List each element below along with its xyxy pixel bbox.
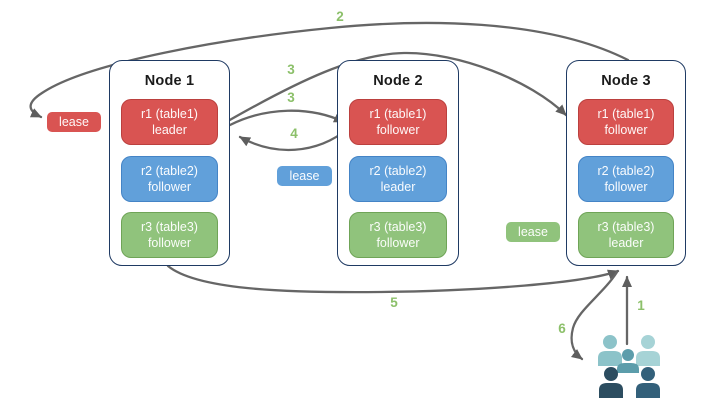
replica-label: r3 (table3) [597, 220, 655, 234]
node-2-box: Node 2 r1 (table1) follower r2 (table2) … [337, 60, 459, 266]
replica-role: follower [376, 123, 420, 137]
step-label-3b: 3 [287, 90, 295, 105]
person-top-right-icon [636, 335, 660, 366]
replica-label: r3 (table3) [141, 220, 198, 234]
replica-role: follower [604, 180, 648, 194]
node-3-box: Node 3 r1 (table1) follower r2 (table2) … [566, 60, 686, 266]
replica-role: leader [608, 236, 644, 250]
lease-chip-blue: lease [277, 166, 332, 186]
person-top-left-icon [598, 335, 622, 366]
step-label-6: 6 [558, 321, 566, 336]
person-bottom-right-icon [636, 367, 660, 398]
node1-replica-r1: r1 (table1) leader [121, 99, 218, 145]
replica-label: r2 (table2) [369, 164, 427, 178]
replica-role: leader [380, 180, 416, 194]
step-label-5: 5 [390, 295, 398, 310]
replica-label: r2 (table2) [597, 164, 655, 178]
step-label-3a: 3 [287, 62, 295, 77]
node1-replica-r3: r3 (table3) follower [121, 212, 218, 258]
users-icon [598, 335, 660, 398]
node3-replica-r3: r3 (table3) leader [578, 212, 674, 258]
node2-replica-r3: r3 (table3) follower [349, 212, 447, 258]
person-bottom-left-icon [599, 367, 623, 398]
node3-replica-r1: r1 (table1) follower [578, 99, 674, 145]
node-2-title: Node 2 [373, 73, 423, 89]
arrow-step-6 [570, 270, 619, 361]
replica-label: r2 (table2) [141, 164, 198, 178]
node2-replica-r1: r1 (table1) follower [349, 99, 447, 145]
arrow-step-3-to-node2 [228, 109, 346, 127]
replica-role: follower [147, 180, 192, 194]
node1-replica-r2: r2 (table2) follower [121, 156, 218, 202]
replica-label: r1 (table1) [141, 107, 198, 121]
replica-role: follower [376, 236, 420, 250]
lease-chip-green: lease [506, 222, 560, 242]
replica-role: leader [152, 123, 187, 137]
replica-label: r1 (table1) [597, 107, 655, 121]
replica-role: follower [147, 236, 192, 250]
node2-replica-r2: r2 (table2) leader [349, 156, 447, 202]
step-label-1: 1 [637, 298, 645, 313]
node-1-box: Node 1 r1 (table1) leader r2 (table2) fo… [109, 60, 230, 266]
lease-chip-red: lease [47, 112, 101, 132]
node-1-title: Node 1 [144, 73, 195, 89]
replica-label: r1 (table1) [369, 107, 427, 121]
person-middle-icon [617, 349, 639, 373]
step-label-2: 2 [336, 9, 344, 24]
replica-role: follower [604, 123, 648, 137]
node-3-title: Node 3 [601, 73, 651, 89]
step-label-4: 4 [290, 126, 298, 141]
node3-replica-r2: r2 (table2) follower [578, 156, 674, 202]
replica-label: r3 (table3) [369, 220, 427, 234]
arrow-step-5 [166, 264, 620, 294]
